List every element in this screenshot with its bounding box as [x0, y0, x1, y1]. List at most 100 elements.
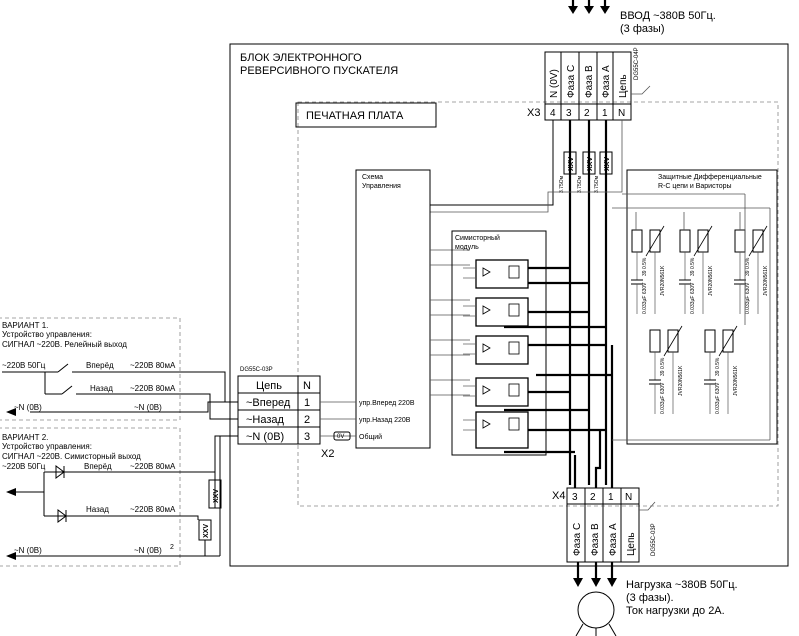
- variant1-title: ВАРИАНТ 1.: [2, 321, 48, 330]
- rc-unit: 39 0.5% 0.033µF 630V JVR20N561K: [734, 225, 769, 314]
- x3-terminal: N (0V) Фаза С Фаза В Фаза А Цепь 4 3 2 1…: [544, 47, 651, 121]
- svg-text:XXV: XXV: [587, 157, 594, 171]
- x3-num-n: N: [618, 108, 625, 119]
- variant1-n-right: ~N (0В): [134, 403, 162, 412]
- sig-volt: 0V: [337, 434, 344, 440]
- protect-block: [626, 169, 778, 445]
- load-label-3: Ток нагрузки до 2А.: [626, 605, 725, 617]
- svg-text:XXV: XXV: [604, 157, 611, 171]
- x3-name-circuit: Цепь: [618, 74, 629, 98]
- output-arrows: [573, 562, 617, 587]
- variant1-n-left: ~N (0В): [14, 403, 42, 412]
- triac-title-1: Симисторный: [455, 234, 500, 242]
- svg-text:XXV: XXV: [203, 524, 210, 538]
- control-title-1: Схема: [362, 174, 383, 181]
- protect-title-1: Защитные Дифференциальные: [658, 174, 762, 181]
- variant2-fwd: Вперёд: [84, 462, 112, 471]
- input-arrows: [568, 0, 610, 14]
- sig-common: Общий: [359, 433, 382, 441]
- svg-text:39 0.5%: 39 0.5%: [642, 257, 648, 276]
- svg-text:JVR20N561K: JVR20N561K: [733, 365, 739, 396]
- svg-text:JVR20N561K: JVR20N561K: [763, 265, 769, 296]
- pcb-title: ПЕЧАТНАЯ ПЛАТА: [306, 110, 404, 122]
- variant1-rev: Назад: [90, 384, 113, 393]
- svg-text:39 0.5%: 39 0.5%: [745, 257, 751, 276]
- triac-title-2: модуль: [455, 244, 479, 251]
- triac-module: [451, 230, 547, 456]
- variant2-sig-2: ~220В 80мА: [130, 505, 176, 514]
- variant2-line1: Устройство управления:: [2, 442, 92, 451]
- x3-num-4: 4: [550, 108, 556, 119]
- load-label-2: (3 фазы).: [626, 592, 674, 604]
- triac-cell: [463, 297, 529, 327]
- variant1-line1: Устройство управления:: [2, 330, 92, 339]
- variant1-fwd: Вперёд: [86, 361, 114, 370]
- x2-header-num: N: [303, 380, 311, 392]
- variant2-title: ВАРИАНТ 2.: [2, 433, 48, 442]
- x3-model: DG55C-04P: [634, 47, 640, 80]
- variant1-supply: ~220В 50Гц: [2, 361, 46, 370]
- svg-text:JVR20N561K: JVR20N561K: [708, 265, 714, 296]
- x4-name-c: Фаза С: [572, 523, 583, 556]
- control-block: [355, 169, 431, 449]
- x3-num-3: 3: [566, 108, 572, 119]
- x4-model: DG55C-03P: [651, 523, 657, 556]
- block-title-1: БЛОК ЭЛЕКТРОННОГО: [240, 52, 362, 64]
- x3-name-b: Фаза В: [584, 65, 595, 98]
- triac-cells: [463, 259, 529, 449]
- x3-name-a: Фаза А: [601, 65, 612, 98]
- triac-cell: [463, 377, 529, 407]
- variant2-varistors: XXV XXV: [198, 479, 222, 541]
- x2-row2-name: ~Назад: [246, 414, 285, 426]
- variant2-line2: СИГНАЛ ~220В. Симисторный выход: [2, 452, 141, 461]
- x4-num-3: 3: [572, 492, 578, 503]
- control-triac-wires: [430, 249, 470, 396]
- svg-text:0.033µF 630V: 0.033µF 630V: [660, 382, 666, 414]
- rc-units: 39 0.5% 0.033µF 630V JVR20N561K 39 0.5% 0.03…: [631, 225, 769, 414]
- variant1-frame: [0, 317, 181, 421]
- x2-terminal: Цепь N ~Вперед 1 ~Назад 2 ~N (0В) 3: [237, 375, 321, 445]
- variant1-line2: СИГНАЛ ~220В. Релейный выход: [2, 340, 127, 349]
- x4-num-1: 1: [608, 492, 614, 503]
- triac-cell: [463, 259, 529, 289]
- x2-label: X2: [321, 448, 334, 460]
- svg-text:XXV: XXV: [213, 489, 220, 503]
- x4-name-a: Фаза А: [608, 523, 619, 556]
- x3-name-c: Фаза С: [566, 65, 577, 98]
- x4-name-circuit: Цепь: [626, 532, 637, 556]
- x3-label: X3: [527, 107, 540, 119]
- motor-legs: [575, 623, 617, 636]
- x2-header-name: Цепь: [256, 380, 282, 392]
- x2-row1-name: ~Вперед: [246, 397, 291, 409]
- variant2-frame: [0, 427, 181, 567]
- block-title-2: РЕВЕРСИВНОГО ПУСКАТЕЛЯ: [240, 65, 398, 77]
- svg-text:0.033µF 630V: 0.033µF 630V: [715, 382, 721, 414]
- svg-text:3.75Ом: 3.75Ом: [594, 175, 600, 193]
- load-label-1: Нагрузка ~380В 50Гц.: [626, 579, 738, 591]
- x2-row1-num: 1: [304, 397, 310, 409]
- svg-text:0.033µF 630V: 0.033µF 630V: [642, 282, 648, 314]
- protect-wires: [612, 193, 771, 441]
- x2-row3-name: ~N (0В): [246, 431, 284, 443]
- x4-terminal: 3 2 1 N Фаза С Фаза В Фаза А Цепь DG55C-…: [566, 487, 657, 563]
- variant2-n-left: ~N (0В): [14, 546, 42, 555]
- svg-text:39 0.5%: 39 0.5%: [660, 357, 666, 376]
- svg-text:XXV: XXV: [568, 157, 575, 171]
- triac-cell: [463, 335, 529, 365]
- variant1-sig-1: ~220В 80мА: [130, 361, 176, 370]
- control-title-2: Управления: [362, 183, 401, 190]
- main-block-frame: [229, 43, 789, 567]
- input-label-2: (3 фазы): [620, 23, 665, 35]
- motor-icon: [577, 591, 615, 629]
- svg-text:0.033µF 630V: 0.033µF 630V: [745, 282, 751, 314]
- x3-num-1: 1: [602, 108, 608, 119]
- x3-name-n: N (0V): [549, 69, 560, 98]
- x4-num-2: 2: [590, 492, 596, 503]
- x4-label: X4: [552, 490, 565, 502]
- x4-name-b: Фаза В: [590, 523, 601, 556]
- input-label-1: ВВОД ~380В 50Гц.: [620, 10, 716, 22]
